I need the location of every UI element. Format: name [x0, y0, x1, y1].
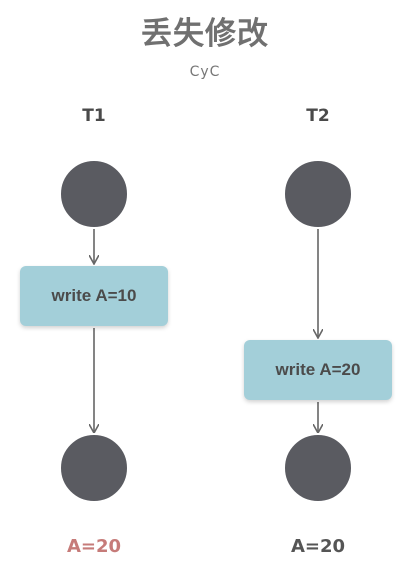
t2-start-node — [283, 159, 353, 229]
diagram-author: CyC — [189, 64, 221, 80]
t2-result-label: A=20 — [290, 536, 346, 557]
diagram-title: 丢失修改 — [141, 16, 269, 52]
t2-end-node — [283, 433, 353, 503]
column-label-t2: T2 — [306, 106, 330, 126]
t1-start-node — [59, 159, 129, 229]
column-label-t1: T1 — [82, 106, 106, 126]
t1-end-node — [59, 433, 129, 503]
t1-result-label: A=20 — [66, 536, 122, 557]
t1-write-box: write A=10 — [20, 266, 168, 326]
t2-write-box: write A=20 — [244, 340, 392, 400]
